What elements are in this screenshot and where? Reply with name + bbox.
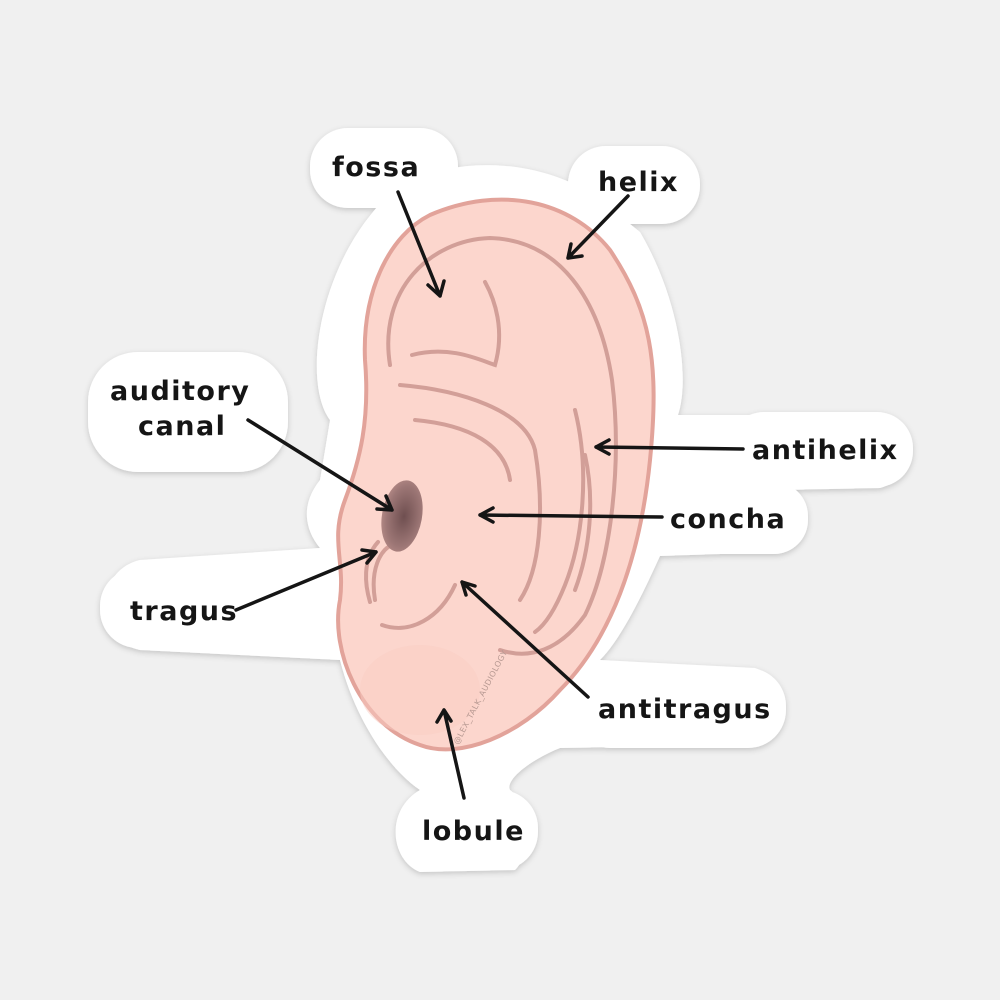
label-concha: concha	[670, 504, 786, 535]
label-auditory-canal-line1: auditory	[110, 376, 250, 407]
lobule-arrow	[435, 708, 466, 800]
scaphoid-ridge-2	[573, 453, 593, 592]
label-fossa: fossa	[332, 152, 420, 183]
label-tragus: tragus	[130, 596, 238, 627]
auditory-canal-arrow	[246, 418, 394, 512]
concha-arrow	[478, 506, 664, 524]
pointer-arrows	[234, 190, 745, 800]
antihelix-arrow	[594, 438, 745, 456]
label-auditory-canal-line2: canal	[138, 411, 226, 442]
auditory-canal-opening	[381, 480, 423, 552]
antihelix-ridge-inner	[413, 418, 512, 482]
label-helix: helix	[598, 167, 679, 198]
helix-ridge	[386, 235, 618, 656]
helix-arrow	[566, 194, 630, 260]
tragus-arrow	[234, 548, 378, 612]
lobule-shading	[360, 645, 480, 735]
label-lobule: lobule	[422, 816, 525, 847]
antihelix-ridge	[410, 280, 502, 368]
ear-outline	[336, 197, 656, 752]
fossa-arrow	[396, 190, 446, 298]
tragus-ridge	[364, 540, 380, 604]
label-antihelix: antihelix	[752, 435, 899, 466]
label-antitragus: antitragus	[598, 694, 772, 725]
antitragus-arrow	[460, 580, 590, 699]
antihelix-ridge-lower	[398, 383, 542, 602]
scaphoid-ridge	[533, 408, 586, 634]
